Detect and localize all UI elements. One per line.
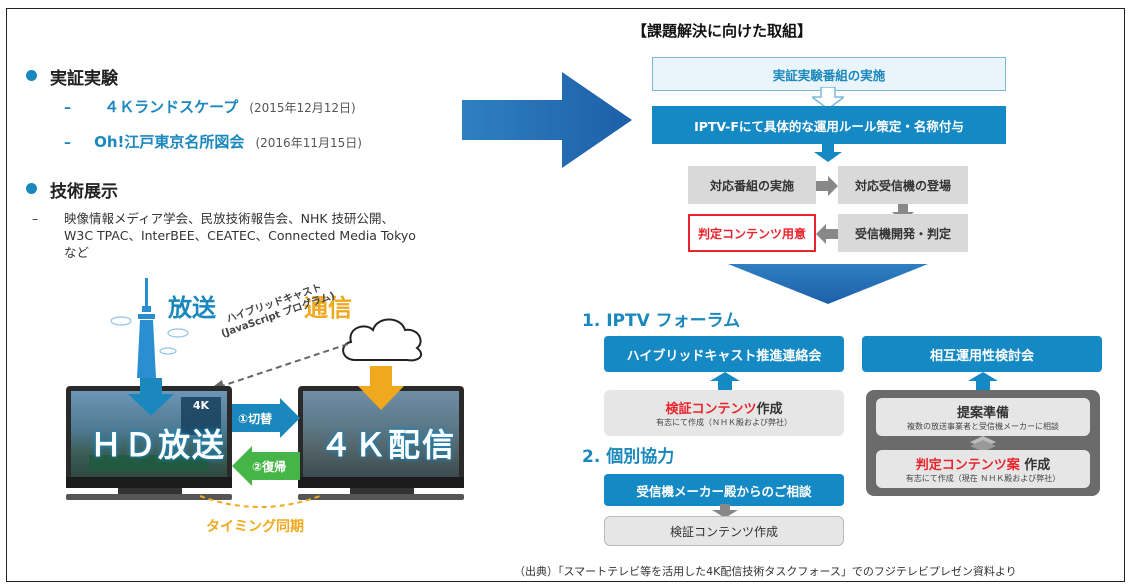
sync-arc [199,495,321,508]
down-arrow-maker [712,504,738,518]
return-arrow [232,446,300,486]
proposal-title: 提案準備 [956,406,1009,421]
broadcast-down-arrow [128,378,174,416]
swap-arrow [970,436,996,452]
slide-frame [6,8,1125,582]
tv-right-bezel [298,477,464,488]
sync-label: タイミング同期 [206,519,304,535]
tech-line: 映像情報メディア学会、民放技術報告会、NHK 技研公開、 [64,211,395,226]
item-dash: – [64,100,71,116]
tv-left-badge: 4K [181,397,221,435]
comm-down-arrow [358,366,404,410]
tech-heading: 技術展示 [50,182,118,202]
big-down-arrow [728,264,928,304]
judge-red: 判定コンテンツ案 [915,458,1020,473]
verify-content-note: 有志にて作成（ＮＨＫ殿および弊社） [656,418,792,427]
flow-box-develop: 受信機開発・判定 [838,214,968,252]
interop-council-box: 相互運用性検討会 [862,336,1102,372]
section-individual: 2. 個別協力 [582,447,675,467]
tech-line: など [64,245,90,260]
verify-content-box: 検証コンテンツ作成 有志にて作成（ＮＨＫ殿および弊社） [604,390,844,436]
cloud-icon [342,318,423,362]
experiment-name: ４Ｋランドスケープ [104,98,239,116]
flow-box-program: 対応番組の実施 [688,166,816,204]
source-note: （出典）「スマートテレビ等を活用した4K配信技術タスクフォース」でのフジテレビプ… [514,565,1017,578]
tech-dash: – [32,211,39,226]
tv-left-bezel [66,477,232,488]
page-title: 【課題解決に向けた取組】 [632,22,813,40]
verify-content-title: 検証コンテンツ作成 [665,398,782,417]
tv-left-screen: 4K [71,391,227,477]
experiment-date: (2016年11月15日) [255,136,362,150]
tv-left: 4K [66,386,232,488]
experiment-item: – ４Ｋランドスケープ (2015年12月12日) [64,96,356,117]
bullet-dot [26,183,37,194]
verify-content-red: 検証コンテンツ [665,402,757,417]
broadcast-tower-icon [110,278,189,378]
tv-right-text: ４Ｋ配信 [320,426,457,464]
section-iptv-forum: 1. IPTV フォーラム [582,311,741,331]
hybrid-council-box: ハイブリッドキャスト推進連絡会 [604,336,844,372]
verify-content-black: 作成 [756,402,783,417]
return-label: ②復帰 [252,460,287,474]
verify-create-box: 検証コンテンツ作成 [604,516,844,546]
interop-container: 提案準備 複数の放送事業者と受信機メーカーに相談 判定コンテンツ案 作成 有志に… [866,390,1100,496]
judge-note: 有志にて作成（現在 ＮＨＫ殿および弊社） [905,474,1061,483]
up-arrow-1 [710,372,740,390]
judge-title: 判定コンテンツ案 作成 [916,454,1051,473]
flow-box-receiver: 対応受信機の登場 [838,166,968,204]
tech-line: W3C TPAC、InterBEE、CEATEC、Connected Media… [64,228,416,243]
comm-label: 通信 [304,294,352,322]
judge-black: 作成 [1019,458,1051,473]
flow-box-experiment: 実証実験番組の実施 [652,57,1006,91]
flow-arrow-down [892,204,914,222]
proposal-box: 提案準備 複数の放送事業者と受信機メーカーに相談 [876,398,1090,436]
flow-arrow-1 [812,87,844,109]
proposal-note: 複数の放送事業者と受信機メーカーに相談 [907,422,1059,431]
broadcast-label: 放送 [168,294,216,322]
tech-list: 映像情報メディア学会、民放技術報告会、NHK 技研公開、 W3C TPAC、In… [64,210,524,261]
bullet-dot [26,70,37,81]
flow-arrow-right [816,176,838,196]
flow-box-judge-content: 判定コンテンツ用意 [688,214,816,252]
experiment-date: (2015年12月12日) [249,101,356,115]
flow-box-iptvf: IPTV-Fにて具体的な運用ルール策定・名称付与 [652,106,1006,144]
switch-label: ①切替 [238,412,273,426]
experiment-name: Oh!江戸東京名所図会 [94,133,245,151]
tv-right-base [298,494,464,500]
switch-arrow [232,398,300,438]
experiment-item: – Oh!江戸東京名所図会 (2016年11月15日) [64,131,362,152]
up-arrow-2 [968,372,998,390]
flow-arrow-2 [814,144,842,162]
tv-left-stand [118,488,182,494]
maker-consult-box: 受信機メーカー殿からのご相談 [604,474,844,506]
tv-left-menu [89,455,209,471]
experiments-heading: 実証実験 [50,69,118,89]
flow-arrow-left [816,224,838,244]
tv-left-base [66,494,232,500]
big-right-arrow [462,72,632,168]
tv-right-stand [350,488,414,494]
item-dash: – [64,135,71,151]
tv-left-text: ＨＤ放送 [90,426,227,464]
judge-box: 判定コンテンツ案 作成 有志にて作成（現在 ＮＨＫ殿および弊社） [876,450,1090,488]
